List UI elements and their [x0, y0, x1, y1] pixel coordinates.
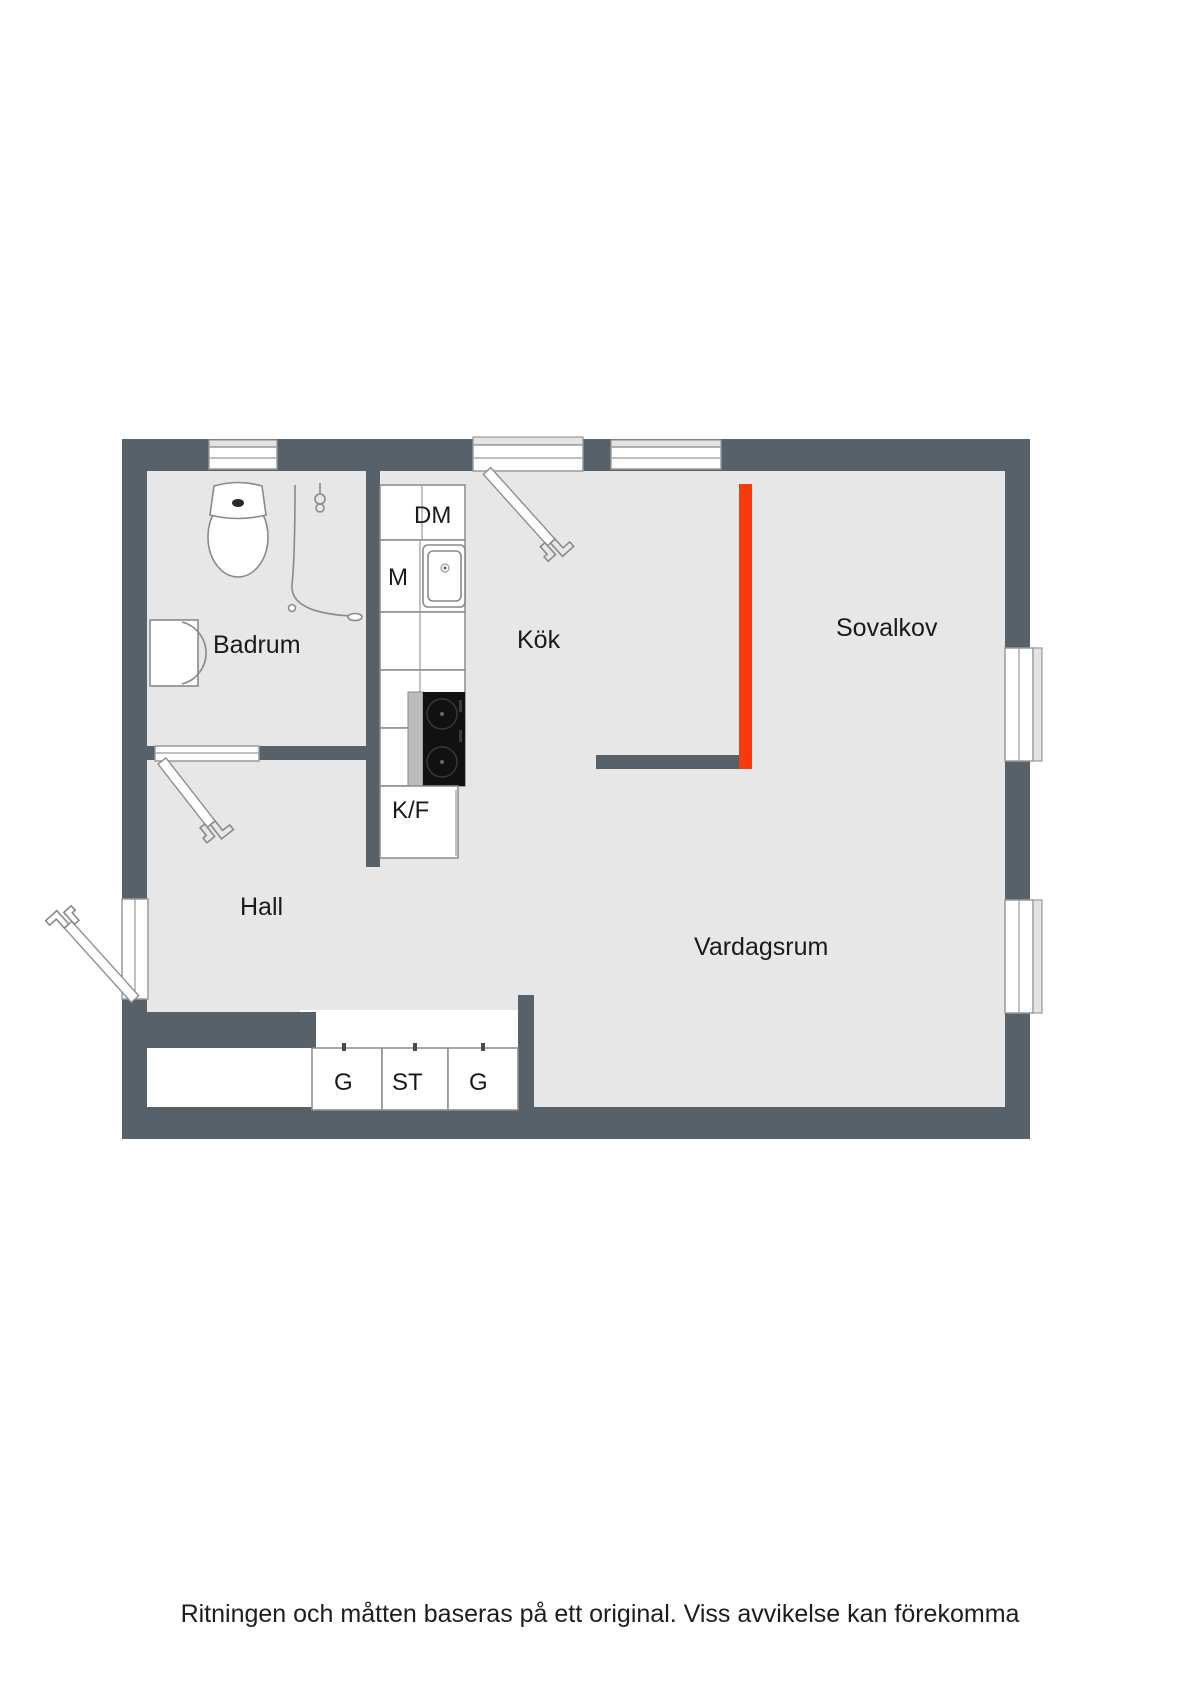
- stove-cooktop-fixture: [407, 691, 465, 787]
- kitchen-sink-fixture: [422, 544, 466, 608]
- exterior-walls: [122, 439, 1030, 1139]
- entrance-door: [44, 898, 149, 1004]
- washbasin-fixture: [149, 619, 207, 687]
- room-label-vardagsrum: Vardagsrum: [694, 933, 829, 961]
- appliance-label-fridge: K/F: [392, 797, 430, 824]
- room-label-badrum: Badrum: [213, 631, 301, 659]
- window-east-sovalkov: [1004, 647, 1043, 762]
- shower-curtain-track: [287, 484, 363, 622]
- room-label-hall: Hall: [240, 893, 284, 921]
- room-label-kok: Kök: [517, 626, 561, 654]
- storage-label-stadskap: ST: [392, 1069, 423, 1096]
- appliance-label-dishwasher: DM: [414, 502, 452, 529]
- kitchen-balcony-door: [472, 436, 584, 563]
- window-north-kitchen: [610, 439, 722, 470]
- room-label-sovalkov: Sovalkov: [836, 614, 938, 642]
- fridge-freezer-unit: [379, 785, 459, 859]
- closet-run: [311, 1043, 519, 1111]
- window-north-bathroom: [208, 439, 278, 470]
- appliance-label-microwave: M: [388, 564, 408, 591]
- interior-walls: [147, 471, 746, 1115]
- storage-label-garderob-2: G: [469, 1069, 488, 1096]
- window-east-vardagsrum: [1004, 899, 1043, 1014]
- toilet-fixture: [207, 481, 269, 578]
- hall-to-badrum-door: [154, 745, 260, 844]
- highlighted-wall: [739, 484, 752, 769]
- floor-drain-icon: [314, 483, 326, 513]
- drawing-disclaimer-caption: Ritningen och måtten baseras på ett orig…: [180, 1600, 1020, 1628]
- storage-label-garderob-1: G: [334, 1069, 353, 1096]
